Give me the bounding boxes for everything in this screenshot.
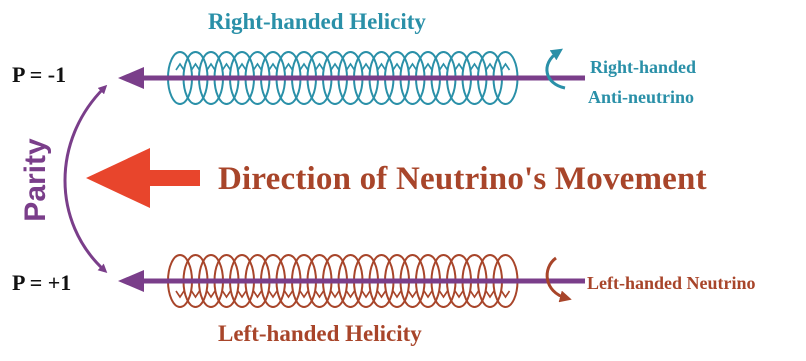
helix-direction-tick: [175, 62, 185, 71]
helix-direction-tick: [469, 62, 480, 71]
helix-direction-tick: [345, 62, 356, 71]
antineutrino-label-line1: Right-handed: [590, 57, 697, 77]
helix-direction-tick: [407, 290, 418, 299]
helix-direction-tick: [330, 290, 340, 299]
helix-direction-tick: [469, 290, 480, 299]
helix-direction-tick: [175, 290, 185, 299]
movement-direction-label: Direction of Neutrino's Movement: [218, 161, 707, 197]
helix-direction-tick: [237, 290, 247, 299]
helix-direction-tick: [423, 290, 433, 299]
helix-direction-tick: [252, 290, 263, 299]
parity-minus-label: P = -1: [12, 62, 67, 87]
helix-direction-tick: [438, 62, 449, 71]
helix-direction-tick: [500, 290, 511, 299]
counterclockwise-rotation-icon: [545, 48, 566, 90]
helix-direction-tick: [206, 62, 216, 71]
helix-direction-tick: [268, 290, 278, 299]
helix-direction-tick: [407, 62, 418, 71]
helix-direction-tick: [221, 290, 232, 299]
helix-direction-tick: [361, 62, 371, 71]
left-handed-helicity-title: Left-handed Helicity: [218, 321, 422, 346]
helix-direction-tick: [376, 290, 387, 299]
helix-direction-tick: [190, 62, 201, 71]
helix-direction-tick: [330, 62, 340, 71]
helix-direction-tick: [299, 290, 309, 299]
helix-direction-tick: [252, 62, 263, 71]
bottom-momentum-arrow: [118, 270, 585, 292]
helix-direction-tick: [268, 62, 278, 71]
helix-direction-tick: [454, 62, 464, 71]
helix-direction-tick: [438, 290, 449, 299]
helix-direction-tick: [423, 62, 433, 71]
parity-label: Parity: [19, 138, 52, 222]
helix-direction-tick: [283, 290, 294, 299]
helix-direction-tick: [361, 290, 371, 299]
antineutrino-label-line2: Anti-neutrino: [588, 87, 695, 107]
right-handed-helicity-title: Right-handed Helicity: [208, 9, 426, 34]
helix-direction-tick: [283, 62, 294, 71]
helix-direction-tick: [314, 62, 325, 71]
helix-direction-tick: [376, 62, 387, 71]
helix-direction-tick: [221, 62, 232, 71]
helix-direction-tick: [190, 290, 201, 299]
movement-arrow-icon: [86, 148, 200, 208]
parity-plus-label: P = +1: [12, 270, 72, 295]
helix-direction-tick: [345, 290, 356, 299]
clockwise-rotation-icon: [545, 256, 572, 303]
helix-direction-tick: [314, 290, 325, 299]
helix-direction-tick: [454, 290, 464, 299]
helix-direction-tick: [485, 62, 495, 71]
top-momentum-arrow: [118, 67, 585, 89]
helix-direction-tick: [206, 290, 216, 299]
helix-direction-tick: [299, 62, 309, 71]
parity-arrow-icon: [63, 84, 108, 274]
left-handed-neutrino-label: Left-handed Neutrino: [587, 273, 756, 293]
helix-direction-tick: [392, 290, 402, 299]
helix-direction-tick: [237, 62, 247, 71]
helix-direction-tick: [500, 62, 511, 71]
helix-direction-tick: [392, 62, 402, 71]
helix-direction-tick: [485, 290, 495, 299]
